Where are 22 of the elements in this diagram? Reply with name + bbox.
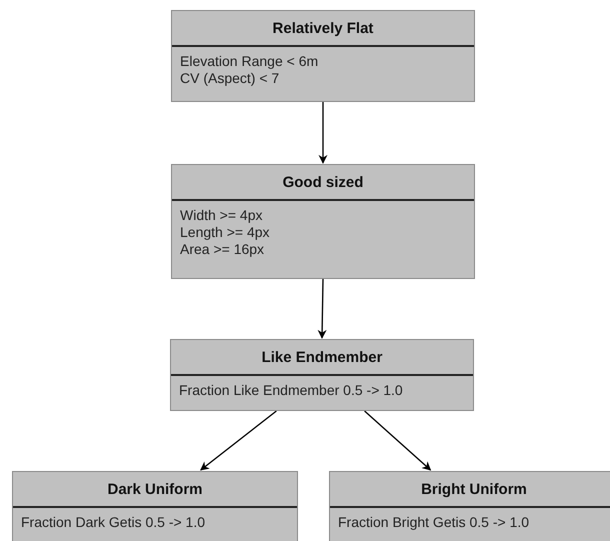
criterion-text: CV (Aspect) < 7	[180, 70, 280, 87]
class-box	[171, 10, 475, 102]
criterion-text: Fraction Dark Getis 0.5 -> 1.0	[21, 514, 206, 531]
criterion-text: Length >= 4px	[180, 224, 271, 241]
criterion-text: Elevation Range < 6m	[180, 53, 320, 70]
box-heading: Like Endmember	[171, 340, 473, 376]
criterion-text: Fraction Bright Getis 0.5 -> 1.0	[338, 514, 530, 531]
class-box	[12, 471, 298, 541]
criterion-text: Fraction Like Endmember 0.5 -> 1.0	[179, 382, 404, 399]
box-heading: Good sized	[172, 165, 474, 201]
class-box	[329, 471, 610, 541]
arrow	[318, 102, 328, 164]
criterion-text: Width >= 4px	[180, 207, 264, 224]
arrow	[364, 410, 432, 471]
box-heading: Bright Uniform	[330, 472, 610, 508]
box-heading: Relatively Flat	[172, 11, 474, 47]
arrow	[200, 410, 277, 471]
arrow	[318, 278, 327, 339]
criterion-text: Area >= 16px	[180, 241, 266, 258]
class-box	[170, 339, 474, 411]
box-heading: Dark Uniform	[13, 472, 297, 508]
class-box	[171, 164, 475, 279]
